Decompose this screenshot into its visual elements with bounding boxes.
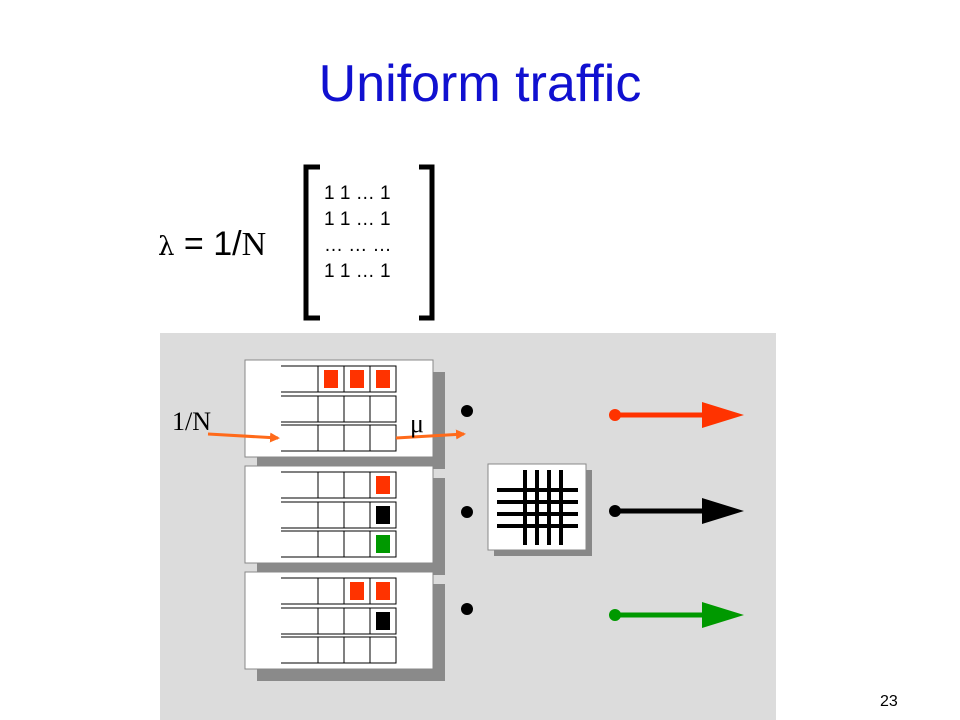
- queue-dot-3: [461, 603, 473, 615]
- input-queue-3: [244, 571, 445, 681]
- queue-2-row-3: [281, 530, 397, 558]
- packet-green: [376, 535, 390, 553]
- output-arrow-red: [609, 402, 744, 428]
- input-rate-label: 1/N: [172, 407, 211, 436]
- queue-3-row-2: [281, 607, 397, 635]
- matrix-left-bracket: [303, 164, 320, 321]
- n-symbol: N: [241, 226, 267, 263]
- packet-red: [376, 370, 390, 388]
- slide-number: 23: [880, 693, 898, 710]
- input-arrow: [207, 432, 280, 443]
- input-queues: [244, 359, 445, 681]
- matrix-row-2: 1 1 … 1: [324, 209, 391, 230]
- packet-red: [350, 582, 364, 600]
- packet-red: [376, 476, 390, 494]
- queue-3-row-3: [281, 636, 397, 664]
- crossbar-switch: [487, 463, 592, 556]
- output-arrows: [609, 402, 744, 628]
- service-rate-label: μ: [410, 409, 424, 438]
- output-arrow-black: [609, 498, 744, 524]
- lambda-symbol: λ: [158, 232, 175, 262]
- matrix-row-1: 1 1 … 1: [324, 183, 391, 204]
- matrix-row-4: 1 1 … 1: [324, 261, 391, 282]
- packet-red: [324, 370, 338, 388]
- queue-dot-1: [461, 405, 473, 417]
- rate-matrix: 1 1 … 1 1 1 … 1 … … … 1 1 … 1: [324, 181, 392, 285]
- output-arrow-green: [609, 602, 744, 628]
- packet-black: [376, 506, 390, 524]
- service-arrow: [395, 429, 466, 440]
- lambda-equation: λ = 1/N: [158, 227, 266, 262]
- packet-red: [350, 370, 364, 388]
- input-queue-2: [244, 465, 445, 575]
- queue-2-row-1: [281, 471, 397, 499]
- matrix-row-3: … … …: [324, 235, 392, 256]
- queue-1-row-1: [281, 365, 397, 393]
- queue-1-row-2: [281, 395, 397, 423]
- packet-black: [376, 612, 390, 630]
- matrix-right-bracket: [419, 164, 435, 321]
- queue-2-row-2: [281, 501, 397, 529]
- queue-dot-2: [461, 506, 473, 518]
- slide-title: Uniform traffic: [318, 55, 642, 113]
- equals-one-over: = 1/: [174, 225, 242, 263]
- packet-red: [376, 582, 390, 600]
- queue-3-row-1: [281, 577, 397, 605]
